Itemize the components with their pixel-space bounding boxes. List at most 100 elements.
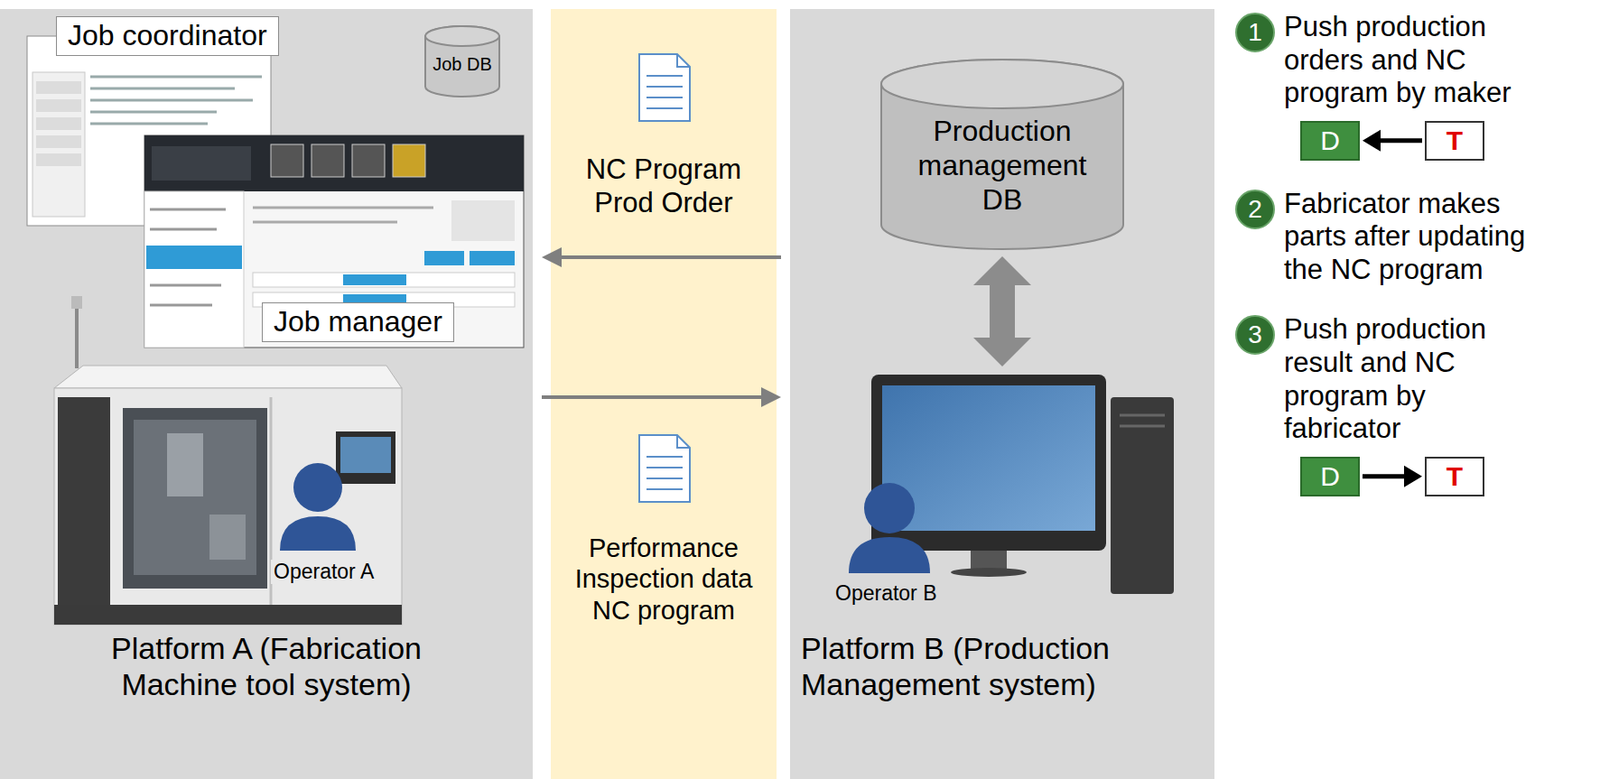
step-number: 3 — [1235, 315, 1275, 355]
machine-tool-illustration-part — [451, 200, 515, 242]
machine-tool-illustration-part — [144, 135, 524, 348]
machine-tool-illustration-part — [54, 365, 402, 389]
document-icons-part — [677, 435, 690, 448]
machine-tool-illustration-part — [32, 72, 85, 217]
machine-tool-illustration-part — [36, 117, 82, 131]
workstation-illustration-part — [973, 256, 1032, 367]
machine-tool-illustration-part — [252, 272, 515, 288]
machine-tool-illustration-part — [343, 274, 407, 286]
machine-tool-illustration-part — [90, 99, 253, 103]
machine-tool-illustration-part — [74, 306, 79, 369]
d-box-text: D — [1302, 458, 1359, 495]
document-icons-part — [677, 54, 690, 67]
document-icons-part — [646, 466, 683, 469]
workstation-illustration-part — [970, 550, 1007, 571]
machine-tool-illustration-part — [209, 514, 246, 560]
machine-tool-illustration-part — [90, 111, 217, 114]
machine-tool-illustration-part — [270, 144, 304, 177]
machine-tool-illustration-part — [149, 304, 213, 307]
machine-tool-illustration-part — [252, 206, 434, 210]
arrow-head — [1404, 465, 1423, 488]
machine-tool-illustration-part — [335, 431, 396, 484]
screen-label-text: Job manager — [273, 305, 443, 340]
step-text: Push production orders and NC program by… — [1283, 10, 1546, 111]
machine-tool-illustration-part — [36, 99, 82, 112]
label-holder: Operator A — [270, 559, 377, 585]
machine-tool-illustration-part — [54, 388, 402, 625]
machine-tool-illustration-part — [311, 144, 345, 177]
machine-tool-illustration-part — [122, 408, 268, 589]
step-text: Fabricator makes parts after updating th… — [1283, 187, 1546, 288]
cylinder-rim — [881, 59, 1124, 109]
machine-tool-illustration-part — [133, 419, 257, 576]
workstation-illustration-part — [1119, 425, 1165, 428]
workstation-illustration-part — [1119, 414, 1165, 418]
data-exchange-band: NC Program Prod OrderPerformance Inspect… — [550, 9, 777, 779]
machine-tool-illustration-part — [167, 433, 204, 497]
screen-label: Job manager — [261, 302, 455, 343]
cylinder-body — [425, 26, 500, 97]
t-box-text: T — [1426, 122, 1483, 159]
machine-tool-illustration-part — [146, 245, 242, 270]
document-icons-part — [646, 455, 683, 458]
cylinder-rim — [425, 26, 500, 47]
document-icons — [550, 9, 777, 779]
machine-tool-illustration-part — [424, 251, 465, 266]
platform-panel: Platform A (Fabrication Machine tool sys… — [0, 9, 533, 779]
document-icons-part — [646, 477, 683, 480]
t-box: T — [1424, 120, 1485, 161]
step-number: 1 — [1235, 12, 1275, 53]
arrow-head — [1362, 130, 1381, 152]
machine-tool-illustration-part — [90, 75, 262, 79]
platform-panel: Platform B (Production Management system… — [790, 9, 1215, 779]
machine-tool-illustration-part — [293, 463, 343, 512]
platform-panel-text: Platform B (Production Management system… — [800, 630, 1199, 703]
document-icons-part — [639, 54, 690, 121]
workstation-illustration-part — [864, 483, 915, 534]
screen-label-text: Job coordinator — [67, 18, 268, 54]
arrow-line — [558, 255, 782, 260]
machine-tool-illustration-part — [252, 221, 398, 224]
machine-tool-illustration-part — [151, 146, 252, 181]
screen-label: Job coordinator — [55, 16, 280, 56]
d-box-text: D — [1302, 122, 1359, 159]
document-icons-part — [646, 74, 683, 77]
machine-tool-illustration-part — [352, 144, 385, 177]
flow-arrow — [1362, 465, 1423, 488]
data-exchange-band-text: Performance Inspection data NC program — [564, 532, 763, 626]
machine-tool-illustration-part — [90, 122, 208, 126]
machine-tool-illustration-part — [469, 251, 515, 266]
document-icons-part — [646, 96, 683, 99]
data-exchange-band-text: NC Program Prod Order — [564, 153, 763, 220]
d-box: D — [1300, 120, 1360, 161]
label-holder: Fabricator makes parts after updating th… — [1283, 187, 1546, 288]
database-cylinder: Job DB — [424, 25, 501, 98]
d-box: D — [1300, 456, 1360, 497]
workstation-illustration-part — [848, 537, 931, 574]
machine-tool-illustration-part — [149, 228, 217, 232]
workstation-illustration-part — [1110, 397, 1174, 595]
step-text: Push production result and NC program by… — [1283, 313, 1546, 446]
machine-tool-illustration-part — [36, 135, 82, 149]
label-holder: Operator B — [835, 581, 938, 606]
database-cylinder: Production management DB — [880, 58, 1125, 251]
step-number-text: 1 — [1237, 14, 1274, 51]
flow-arrow — [1362, 130, 1423, 152]
machine-tool-illustration-part — [71, 296, 83, 309]
machine-tool-illustration-part — [57, 397, 111, 607]
machine-tool-illustration-part — [36, 81, 82, 94]
machine-tool-illustration-part — [36, 153, 82, 167]
operator-label: Operator A — [270, 559, 377, 585]
label-holder: Push production result and NC program by… — [1283, 313, 1546, 446]
machine-tool-illustration-part — [54, 604, 402, 625]
operator-label: Operator B — [835, 581, 938, 606]
t-box-text: T — [1426, 458, 1483, 495]
database-cylinder-text: Production management DB — [907, 114, 1098, 217]
document-icons-part — [639, 435, 690, 503]
machine-tool-illustration-part — [149, 284, 222, 288]
machine-tool-illustration-part — [149, 208, 226, 212]
database-cylinder-text: Job DB — [424, 54, 501, 76]
label-holder: Push production orders and NC program by… — [1283, 10, 1546, 111]
cylinder-body — [881, 59, 1124, 250]
